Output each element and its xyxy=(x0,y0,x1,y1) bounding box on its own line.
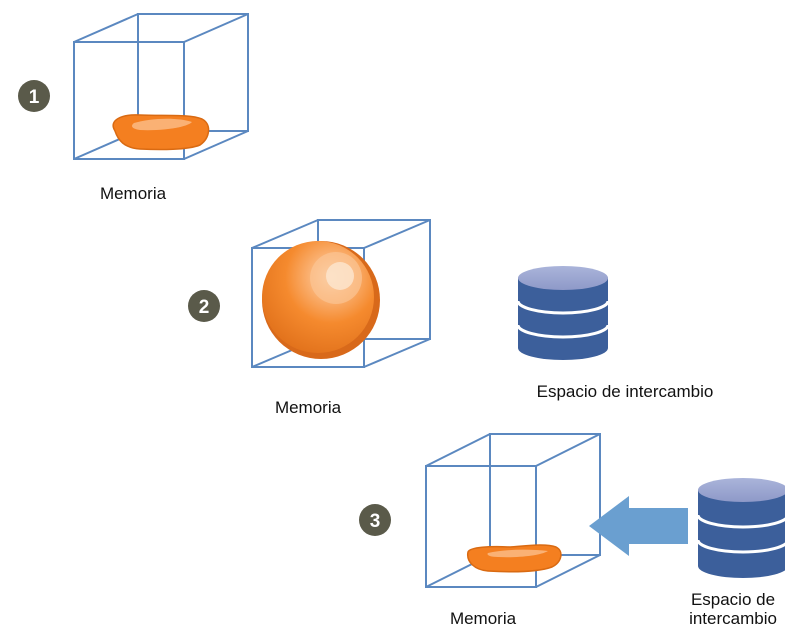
step-number-1: 1 xyxy=(29,87,40,108)
swap-label-3-line2: intercambio xyxy=(689,609,777,628)
step-number-2: 2 xyxy=(199,297,210,318)
step-badge-2: 2 xyxy=(188,290,220,322)
swap-in-arrow-icon xyxy=(589,496,688,556)
step-badge-1: 1 xyxy=(18,80,50,112)
step-1: 1 Memoria xyxy=(18,13,249,203)
step-number-3: 3 xyxy=(370,511,381,532)
step-badge-3: 3 xyxy=(359,504,391,536)
memory-blob-1 xyxy=(112,114,210,151)
swap-database-icon-3 xyxy=(696,478,785,578)
memory-label-3: Memoria xyxy=(450,609,517,628)
step-2: 2 Memoria Espacio de intercambio xyxy=(188,219,714,417)
memory-label-2: Memoria xyxy=(275,398,342,417)
memory-blob-3 xyxy=(467,544,562,573)
swap-label-3-line1: Espacio de xyxy=(691,590,775,609)
memory-sphere-2 xyxy=(262,241,380,359)
memory-cube-3 xyxy=(425,433,601,588)
swap-label-2: Espacio de intercambio xyxy=(537,382,714,401)
swap-database-icon-2 xyxy=(516,266,610,360)
memory-label-1: Memoria xyxy=(100,184,167,203)
step-3: 3 Memoria Espacio de intercambio xyxy=(359,433,785,628)
